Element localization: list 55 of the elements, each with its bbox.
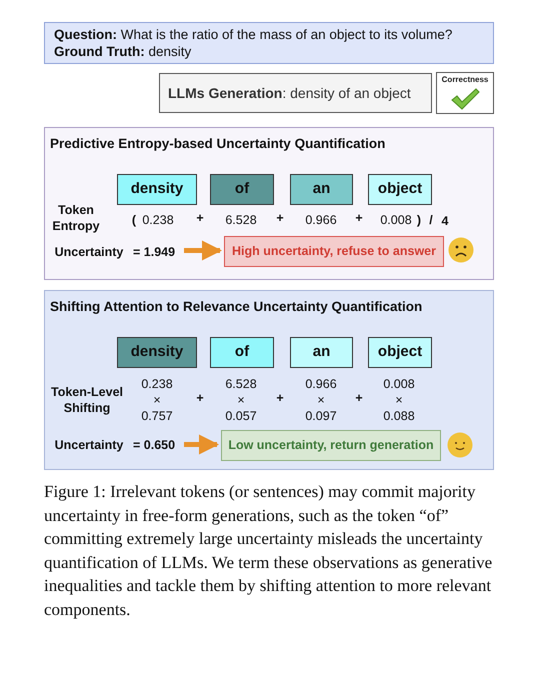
row-label: 0.057 [224,408,258,424]
math-symbol: × [236,392,246,408]
row-label: Token-Level Shifting [50,384,124,416]
math-symbol: × [316,392,326,408]
panel-heading: Predictive Entropy-based Uncertainty Quantification [50,135,386,153]
row-label: 0.238 [141,212,175,228]
row-label: 0.008 [379,212,413,228]
math-symbol: × [152,392,162,408]
math-symbol: ) [416,212,422,228]
token-box: density [117,337,197,368]
arrow [184,240,222,260]
row-label: Token Entropy [51,202,101,234]
arrow [184,434,219,454]
token-box: an [290,337,353,368]
question-text: Question: What is the ratio of the mass of an object to its volume? [54,26,454,43]
math-symbol: + [195,210,205,226]
row-label: 6.528 [224,212,258,228]
math-symbol: 4 [440,213,450,229]
math-symbol: + [275,390,285,406]
math-symbol: ( [130,212,138,228]
token-box: of [210,174,274,205]
panel-heading: Shifting Attention to Relevance Uncertainty Quantification [50,298,422,316]
generation-box: LLMs Generation: density of an object [159,73,432,113]
row-label: Uncertainty [54,244,124,260]
method-panel [44,127,494,280]
row-label: 0.966 [304,376,338,392]
row-label: 0.966 [304,212,338,228]
token-box: object [368,174,432,205]
question-text: Ground Truth: density [54,43,192,60]
figure-caption: Figure 1: Irrelevant tokens (or sentences) may commit majority uncertainty in free-form generations, such as the token “of” committing extremely large uncertainty misleads the uncertainty quantification of LLMs. We term these observations as generative inequalities and tackle them by shifting attention to more relevant components. [44,481,494,621]
result-box: Low uncertainty, return generation [221,430,441,461]
uncertainty-value: = 1.949 [133,244,181,261]
math-symbol: / [428,212,434,228]
correctness-box [436,72,494,114]
row-label: 0.097 [304,408,338,424]
row-label: 0.088 [382,408,416,424]
row-label: 0.008 [382,376,416,392]
math-symbol: × [394,392,404,408]
token-box: of [210,337,274,368]
correctness-label: Correctness [442,75,488,85]
math-symbol: + [354,210,364,226]
math-symbol: + [275,210,285,226]
result-box: High uncertainty, refuse to answer [224,236,444,267]
row-label: 0.238 [140,376,174,392]
math-symbol: + [195,390,205,406]
token-box: an [290,174,353,205]
row-label: 0.757 [140,408,174,424]
math-symbol: + [354,390,364,406]
row-label: Uncertainty [54,437,124,453]
token-box: object [368,337,432,368]
method-panel [44,290,494,470]
token-box: density [117,174,197,205]
row-label: 6.528 [224,376,258,392]
question-box [44,22,494,64]
uncertainty-value: = 0.650 [133,437,181,454]
